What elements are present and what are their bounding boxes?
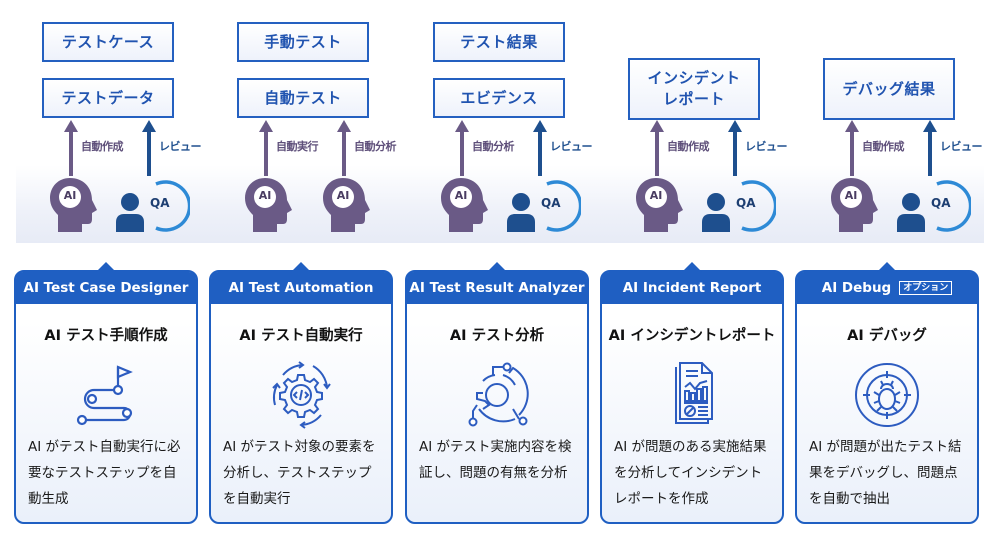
- output-box: 手動テスト: [237, 22, 369, 62]
- feature-card: AI Test Automation AI テスト自動実行 AI がテスト対象の…: [209, 262, 393, 524]
- ai-arrow-label: 自動実行: [276, 140, 319, 153]
- output-box: インシデント レポート: [628, 58, 760, 120]
- card-header-label: AI Test Automation: [228, 280, 374, 296]
- qa-person-icon: QA: [507, 176, 581, 232]
- feature-card: AI Test Case Designer AI テスト手順作成 AI がテスト…: [14, 262, 198, 524]
- ai-arrow-label: 自動分析: [354, 140, 397, 153]
- ai-arrow-label: 自動作成: [862, 140, 905, 153]
- ai-head-icon: AI: [321, 176, 371, 232]
- card-title: AI テスト分析: [449, 328, 545, 344]
- output-box: デバッグ結果: [823, 58, 955, 120]
- ai-badge-text: AI: [63, 189, 77, 202]
- card-notch: [96, 262, 116, 272]
- option-badge: オプション: [899, 281, 953, 295]
- card-description: AI がテスト対象の要素を分析し、テストステップを自動実行: [223, 439, 376, 507]
- ai-badge-text: AI: [649, 189, 663, 202]
- card-notch: [682, 262, 702, 272]
- column-1: テストケーステストデータ自動作成 AI レビュー QA AI Test Case …: [14, 0, 212, 542]
- ai-head-icon: AI: [829, 176, 879, 232]
- card-title: AI テスト自動実行: [239, 328, 363, 344]
- card-header-label: AI Test Result Analyzer: [409, 280, 585, 296]
- card-notch: [487, 262, 507, 272]
- output-box: テストデータ: [42, 78, 174, 118]
- card-header: AI Debug オプション: [797, 272, 977, 304]
- card-notch: [291, 262, 311, 272]
- feature-card: AI Test Result Analyzer AI テスト分析 AI がテスト…: [405, 262, 589, 524]
- qa-badge-text: QA: [541, 196, 561, 210]
- ai-arrow-label: 自動分析: [472, 140, 515, 153]
- output-box: テストケース: [42, 22, 174, 62]
- card-header-label: AI Incident Report: [622, 280, 762, 296]
- card-description: AI がテスト自動実行に必要なテストステップを自動生成: [28, 439, 181, 507]
- qa-arrow: [923, 120, 937, 176]
- qa-badge-text: QA: [736, 196, 756, 210]
- ai-arrow: [845, 120, 859, 176]
- feature-card: AI Incident Report AI インシデントレポート AI が問題の…: [600, 262, 784, 524]
- qa-person-icon: QA: [897, 176, 971, 232]
- ai-arrow: [455, 120, 469, 176]
- ai-head-icon: AI: [243, 176, 293, 232]
- qa-badge-text: QA: [150, 196, 170, 210]
- ai-head-icon: AI: [48, 176, 98, 232]
- column-4: インシデント レポート自動作成 AI レビュー QA AI Incident Re…: [600, 0, 798, 542]
- ai-badge-text: AI: [844, 189, 858, 202]
- card-header: AI Test Automation: [211, 272, 391, 304]
- card-header-label: AI Debug: [821, 280, 892, 296]
- ai-arrow: [650, 120, 664, 176]
- qa-badge-text: QA: [931, 196, 951, 210]
- ai-badge-text: AI: [336, 189, 350, 202]
- ai-arrow-label: 自動作成: [81, 140, 124, 153]
- card-notch: [877, 262, 897, 272]
- card-header: AI Test Result Analyzer: [407, 272, 587, 304]
- feature-card: AI Debug オプション AI デバッグ AI が問題が出たテスト結果をデバ…: [795, 262, 979, 524]
- output-box: エビデンス: [433, 78, 565, 118]
- qa-person-icon: QA: [702, 176, 776, 232]
- column-2: 手動テスト自動テスト自動実行 AI 自動分析 AI AI Test Automat…: [209, 0, 407, 542]
- card-title: AI インシデントレポート: [608, 328, 776, 344]
- column-5: デバッグ結果自動作成 AI レビュー QA AI Debug オプション AI デ…: [795, 0, 993, 542]
- qa-arrow: [533, 120, 547, 176]
- qa-arrow-label: レビュー: [159, 140, 202, 153]
- bug-target-icon: [797, 359, 977, 429]
- output-box: テスト結果: [433, 22, 565, 62]
- qa-arrow-label: レビュー: [745, 140, 788, 153]
- card-header: AI Incident Report: [602, 272, 782, 304]
- ai-arrow: [259, 120, 273, 176]
- ai-arrow: [64, 120, 78, 176]
- card-title: AI テスト手順作成: [44, 328, 168, 344]
- card-header-label: AI Test Case Designer: [23, 280, 189, 296]
- card-description: AI が問題が出たテスト結果をデバッグし、問題点を自動で抽出: [809, 439, 962, 507]
- card-title: AI デバッグ: [847, 328, 927, 344]
- qa-arrow: [728, 120, 742, 176]
- ai-badge-text: AI: [454, 189, 468, 202]
- qa-arrow: [142, 120, 156, 176]
- gear-code-cycle-icon: [211, 359, 391, 429]
- report-document-icon: [602, 359, 782, 429]
- qa-arrow-label: レビュー: [940, 140, 983, 153]
- column-3: テスト結果エビデンス自動分析 AI レビュー QA AI Test Result …: [405, 0, 603, 542]
- ai-arrow: [337, 120, 351, 176]
- route-flag-icon: [16, 359, 196, 429]
- card-description: AI がテスト実施内容を検証し、問題の有無を分析: [419, 439, 572, 481]
- analysis-network-icon: [407, 359, 587, 429]
- output-box: 自動テスト: [237, 78, 369, 118]
- actor-band-background: [16, 165, 984, 243]
- ai-arrow-label: 自動作成: [667, 140, 710, 153]
- ai-head-icon: AI: [634, 176, 684, 232]
- qa-person-icon: QA: [116, 176, 190, 232]
- card-description: AI が問題のある実施結果を分析してインシデントレポートを作成: [614, 439, 767, 507]
- card-header: AI Test Case Designer: [16, 272, 196, 304]
- qa-arrow-label: レビュー: [550, 140, 593, 153]
- ai-badge-text: AI: [258, 189, 272, 202]
- ai-head-icon: AI: [439, 176, 489, 232]
